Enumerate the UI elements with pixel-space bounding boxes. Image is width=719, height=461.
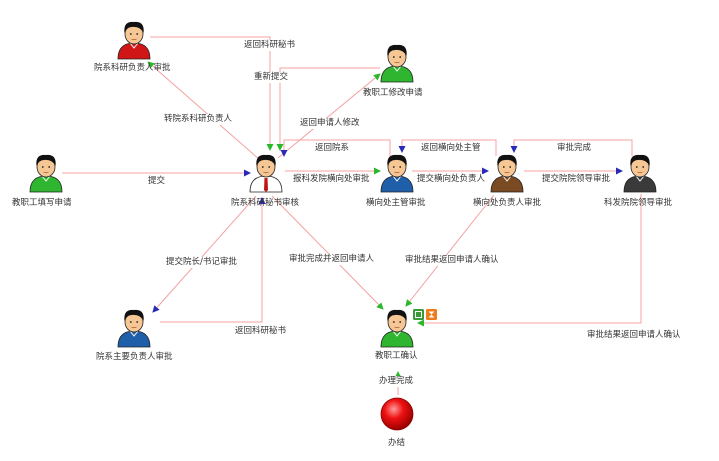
doc-status-icon [413, 309, 424, 320]
node-confirm-person-icon [380, 309, 414, 348]
node-head-person-icon [117, 309, 151, 348]
edge-label-result-return-1: 审批结果返回申请人确认 [404, 255, 500, 266]
node-label-dean: 院系科研负责人审批 [94, 63, 171, 73]
edge-label-done-return: 审批完成并返回申请人 [288, 254, 376, 265]
edge-label-to-inst: 提交院院领导审批 [541, 174, 612, 185]
status-icons [413, 309, 437, 320]
edge-label-finish: 办理完成 [378, 376, 415, 387]
edge-label-return-sec-top: 返回科研秘书 [243, 40, 297, 51]
edge-return-hx-mgr [398, 139, 497, 156]
edge-return-sec-top [150, 36, 274, 151]
edge-label-approve-done: 审批完成 [556, 143, 593, 154]
node-label-hx-lead: 横向处负责人审批 [473, 198, 542, 208]
node-label-hx-mgr: 横向处主管审批 [366, 198, 426, 208]
edge-label-return-dept: 返回院系 [314, 143, 351, 154]
node-hx_mgr-person-icon [380, 154, 414, 193]
edge-to-head [152, 195, 257, 313]
node-label-head: 院系主要负责人审批 [96, 352, 173, 362]
node-label-end: 办结 [388, 438, 406, 448]
edge-return-sec-bottom [160, 197, 266, 323]
edge-label-return-hx-mgr: 返回横向处主管 [420, 143, 482, 154]
node-inst-person-icon [623, 154, 657, 193]
edge-label-result-return-2: 审批结果返回申请人确认 [586, 330, 682, 341]
edge-label-to-head: 提交院长/书记审批 [165, 257, 238, 268]
node-label-modify: 教职工修改申请 [363, 88, 423, 98]
node-hx_lead-person-icon [490, 154, 524, 193]
edge-return-applicant [277, 73, 381, 159]
node-label-sec: 院系科研秘书审核 [231, 198, 300, 208]
node-sec-person-icon [249, 154, 283, 193]
node-dean-person-icon [117, 21, 151, 60]
edge-approve-done [510, 139, 633, 156]
edge-done-return [271, 195, 384, 310]
edge-label-to-dean: 转院系科研负责人 [163, 114, 234, 125]
nodes-layer [29, 21, 657, 348]
edge-label-to-hx: 报科发院横向处审批 [292, 174, 371, 185]
edge-label-resubmit: 重新提交 [253, 72, 290, 83]
edge-lines [62, 36, 642, 395]
edge-resubmit [276, 67, 380, 151]
node-modify-person-icon [380, 44, 414, 83]
hourglass-status-icon [426, 309, 437, 320]
node-label-prof: 教职工填写申请 [12, 198, 72, 208]
node-prof-person-icon [29, 154, 63, 193]
edge-to-dean [147, 61, 261, 161]
edge-return-dept [280, 139, 391, 157]
edge-label-to-hx-lead: 提交横向处负责人 [416, 174, 487, 185]
edge-result-return-1 [405, 194, 495, 307]
node-label-confirm: 教职工确认 [375, 351, 418, 361]
edge-label-submit: 提交 [147, 176, 167, 187]
edge-result-return-2 [417, 194, 642, 327]
edge-label-return-sec-bottom: 返回科研秘书 [234, 326, 288, 337]
node-label-inst: 科发院院领导审批 [604, 198, 673, 208]
edge-label-return-applicant: 返回申请人修改 [299, 118, 361, 129]
end-node-circle [380, 397, 414, 431]
